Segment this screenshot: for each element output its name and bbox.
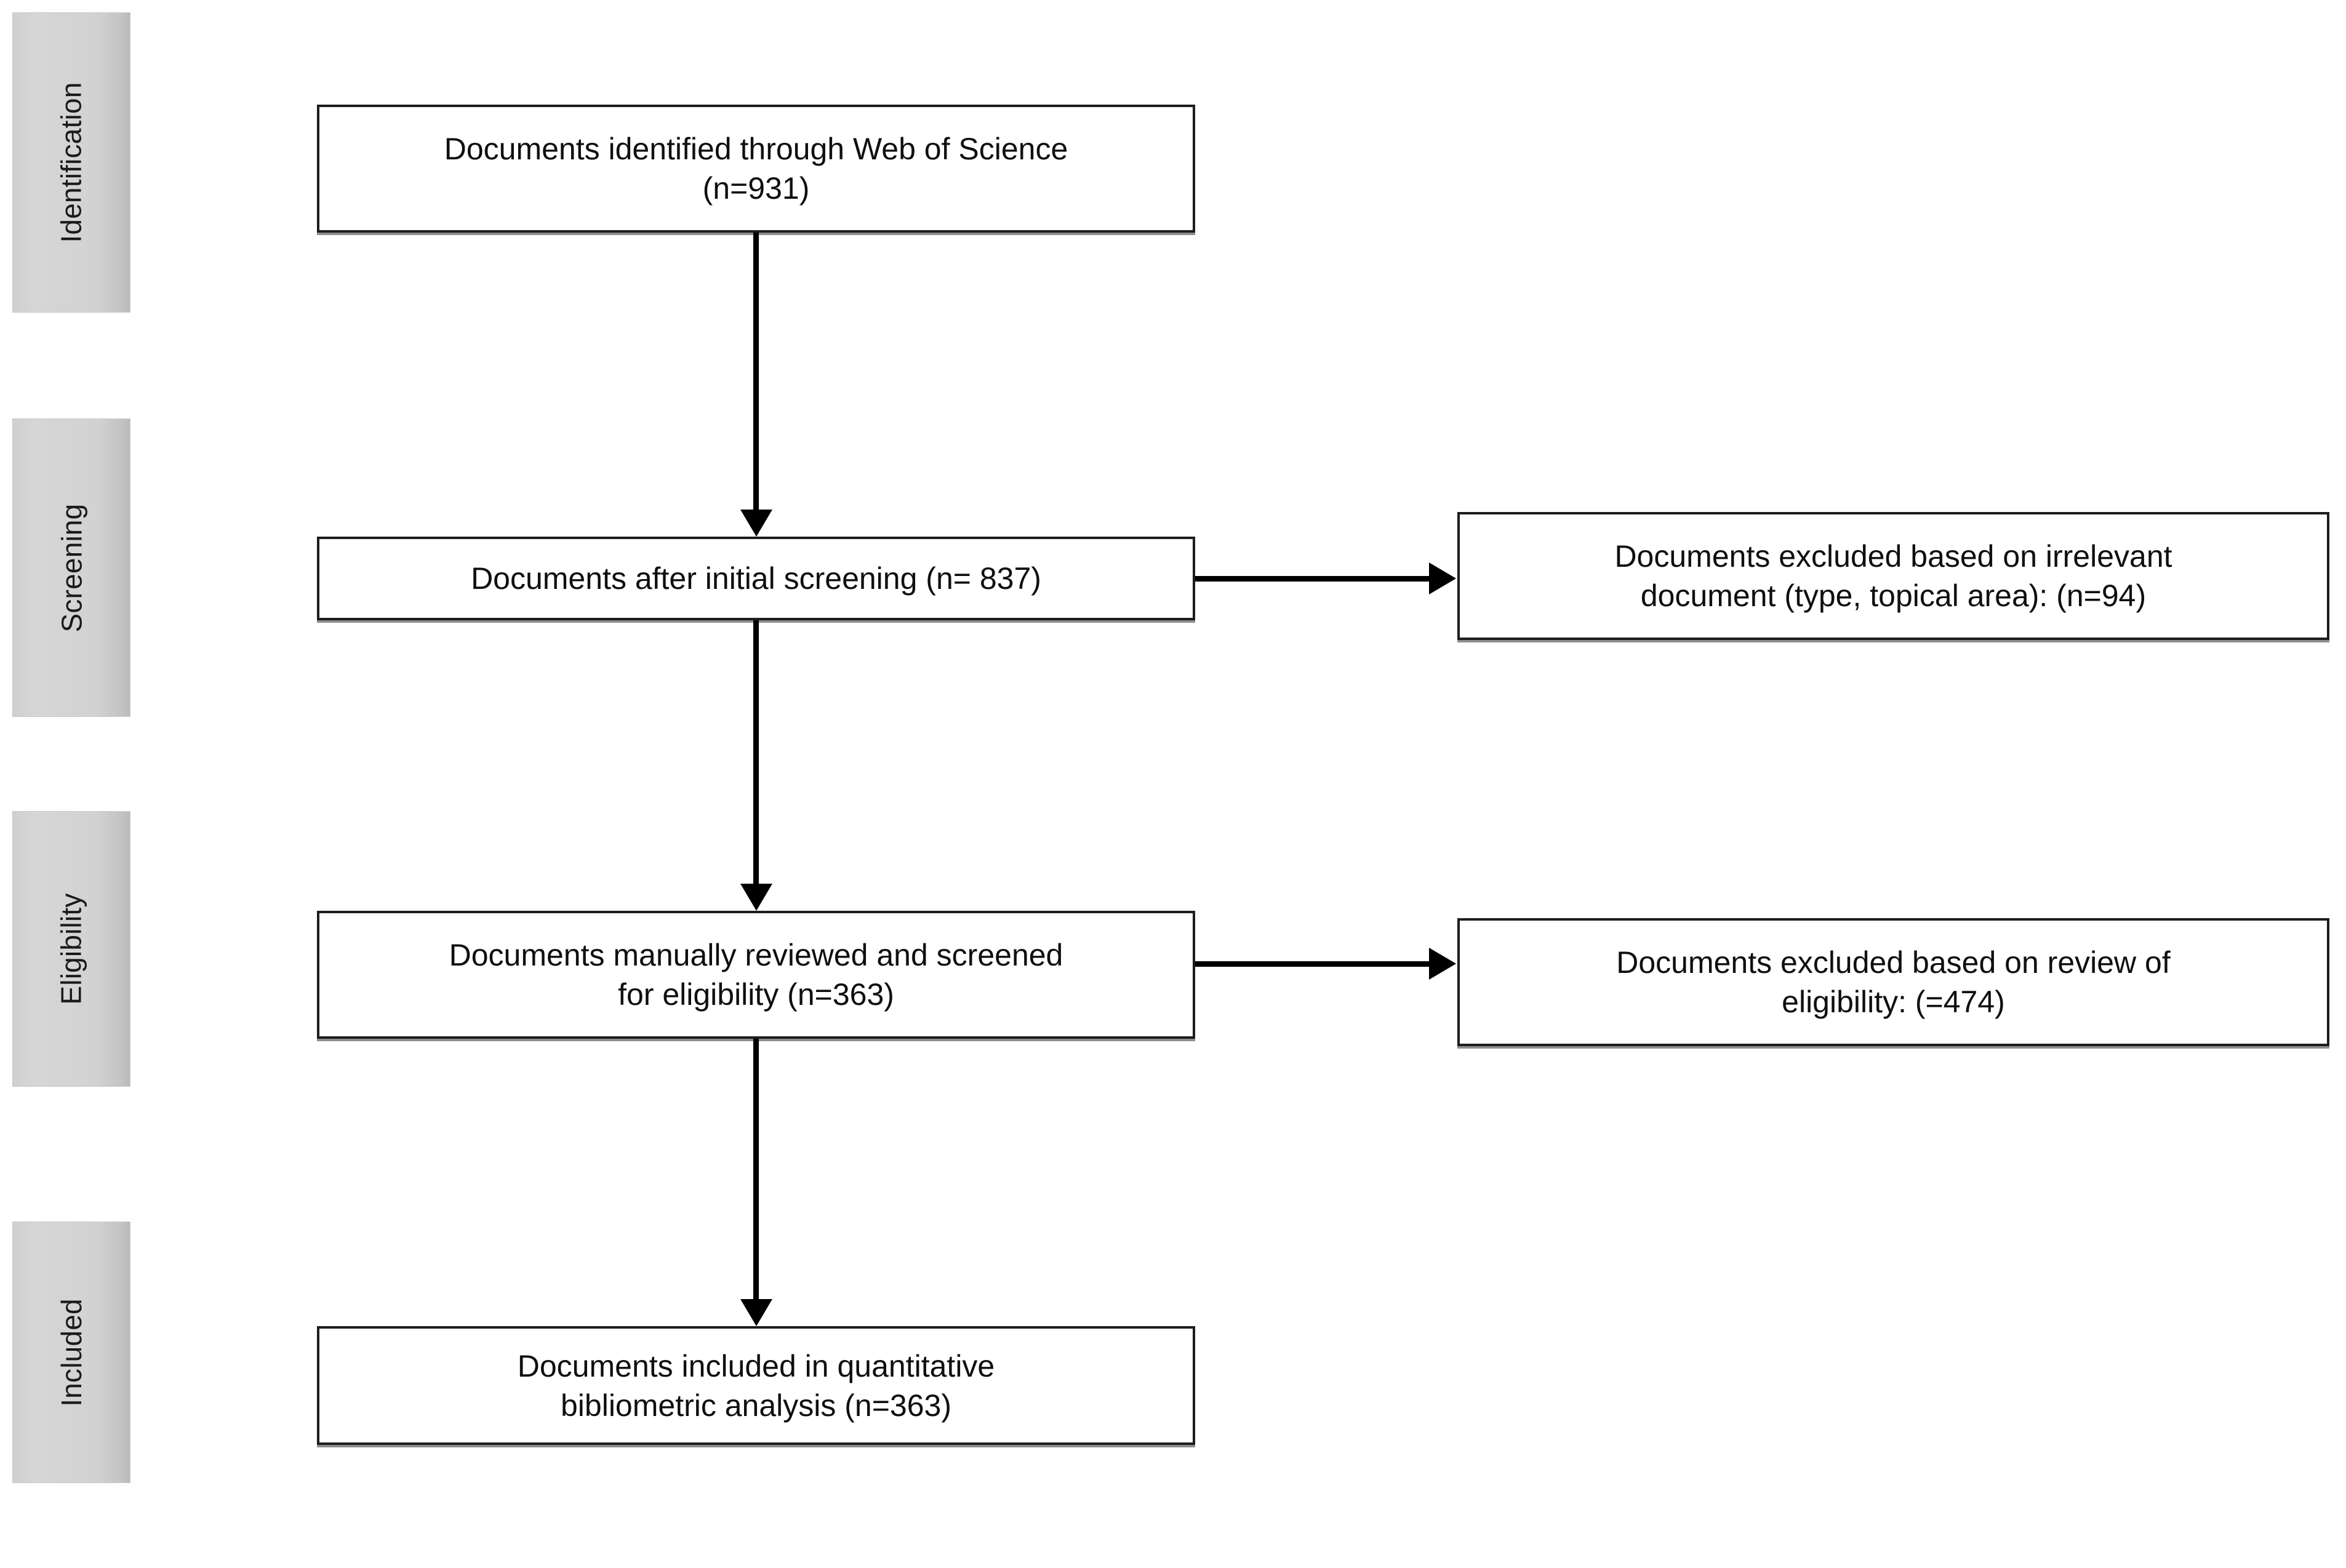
- stage-label-screening: Screening: [55, 503, 87, 632]
- box-documents-included-final-text: Documents included in quantitative bibli…: [502, 1346, 1011, 1425]
- box-documents-excluded-eligibility-text: Documents excluded based on review of el…: [1600, 943, 2187, 1022]
- connector-eligibility-to-included: [753, 1039, 759, 1300]
- box-documents-included-final-line2: bibliometric analysis (n=363): [560, 1388, 951, 1423]
- arrowhead-eligibility-to-included: [740, 1299, 772, 1326]
- box-documents-excluded-irrelevant-text: Documents excluded based on irrelevant d…: [1598, 537, 2188, 615]
- stage-label-identification: Identification: [55, 82, 87, 243]
- stage-bar-included: Included: [12, 1222, 130, 1483]
- connector-screening-to-eligibility: [753, 620, 759, 885]
- stage-bar-screening: Screening: [12, 418, 130, 717]
- stage-bar-identification: Identification: [12, 12, 130, 313]
- box-documents-included-final-line1: Documents included in quantitative: [517, 1348, 995, 1383]
- box-documents-after-screening-line1: Documents after initial screening (n= 83…: [471, 561, 1041, 596]
- box-documents-after-screening-text: Documents after initial screening (n= 83…: [455, 559, 1057, 598]
- arrowhead-identified-to-screening: [740, 510, 772, 537]
- box-documents-excluded-irrelevant: Documents excluded based on irrelevant d…: [1457, 512, 2329, 640]
- box-documents-excluded-irrelevant-line2: document (type, topical area): (n=94): [1640, 578, 2147, 613]
- box-documents-after-screening: Documents after initial screening (n= 83…: [317, 537, 1195, 620]
- box-documents-identified-text: Documents identified through Web of Scie…: [428, 129, 1084, 208]
- box-documents-eligibility-reviewed-line1: Documents manually reviewed and screened: [449, 938, 1063, 972]
- box-documents-eligibility-reviewed-text: Documents manually reviewed and screened…: [433, 935, 1079, 1014]
- box-documents-excluded-eligibility-line1: Documents excluded based on review of: [1616, 945, 2171, 980]
- connector-eligibility-to-excluded: [1195, 961, 1430, 967]
- stage-label-included: Included: [55, 1298, 87, 1407]
- stage-bar-eligibility: Eligibility: [12, 811, 130, 1087]
- arrowhead-screening-to-excluded: [1429, 562, 1456, 594]
- box-documents-identified: Documents identified through Web of Scie…: [317, 105, 1195, 233]
- arrowhead-screening-to-eligibility: [740, 884, 772, 911]
- box-documents-eligibility-reviewed-line2: for eligibility (n=363): [618, 977, 894, 1012]
- connector-identified-to-screening: [753, 233, 759, 511]
- box-documents-identified-line1: Documents identified through Web of Scie…: [444, 132, 1068, 166]
- arrowhead-eligibility-to-excluded: [1429, 948, 1456, 980]
- box-documents-eligibility-reviewed: Documents manually reviewed and screened…: [317, 911, 1195, 1039]
- stage-label-eligibility: Eligibility: [55, 893, 87, 1005]
- connector-screening-to-excluded: [1195, 576, 1430, 582]
- box-documents-excluded-irrelevant-line1: Documents excluded based on irrelevant: [1614, 539, 2172, 574]
- box-documents-identified-line2: (n=931): [702, 171, 810, 206]
- box-documents-excluded-eligibility-line2: eligibility: (=474): [1782, 985, 2005, 1019]
- box-documents-excluded-eligibility: Documents excluded based on review of el…: [1457, 918, 2329, 1046]
- box-documents-included-final: Documents included in quantitative bibli…: [317, 1326, 1195, 1445]
